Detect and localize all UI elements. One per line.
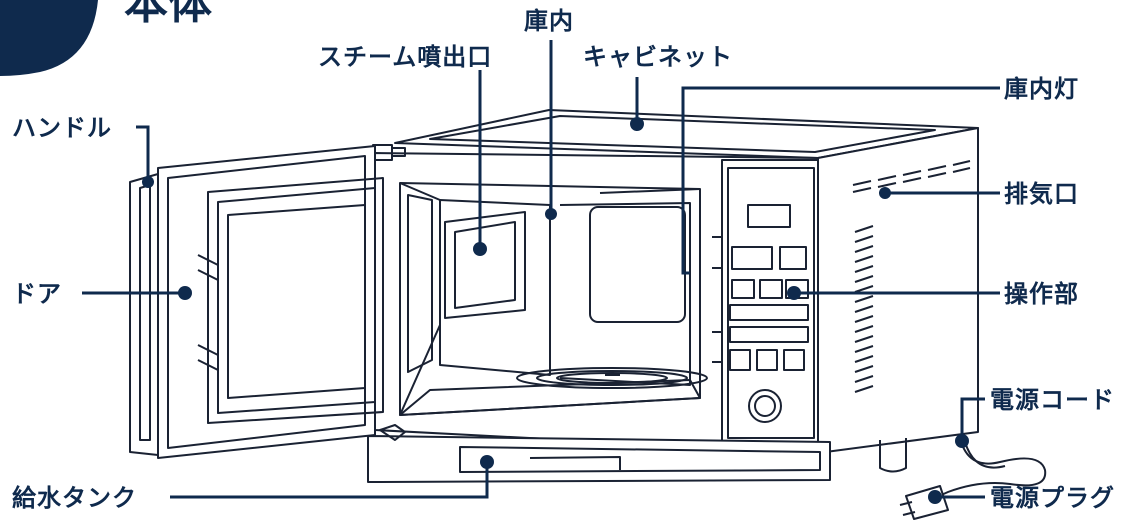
label-handle: ハンドル	[12, 114, 112, 142]
label-power-cord: 電源コード	[990, 386, 1115, 414]
leader-lines	[82, 40, 1000, 499]
leader-power-cord	[960, 397, 985, 441]
oven-body	[129, 109, 1047, 520]
corner-badge	[0, 0, 98, 76]
leader-dots	[142, 117, 969, 504]
label-power-plug: 電源プラグ	[990, 484, 1115, 512]
label-door: ドア	[12, 280, 62, 308]
label-interior-light: 庫内灯	[1004, 75, 1079, 103]
page-title: 本体	[124, 0, 212, 29]
label-interior: 庫内	[524, 7, 574, 35]
label-cabinet: キャビネット	[583, 43, 733, 71]
leader-water-tank	[170, 462, 489, 499]
label-control-panel: 操作部	[1004, 280, 1079, 308]
label-exhaust: 排気口	[1004, 180, 1079, 208]
label-water-tank: 給水タンク	[12, 484, 137, 512]
leader-handle	[136, 125, 150, 180]
label-steam-outlet: スチーム噴出口	[318, 43, 493, 71]
leader-interior-light	[681, 86, 1000, 275]
